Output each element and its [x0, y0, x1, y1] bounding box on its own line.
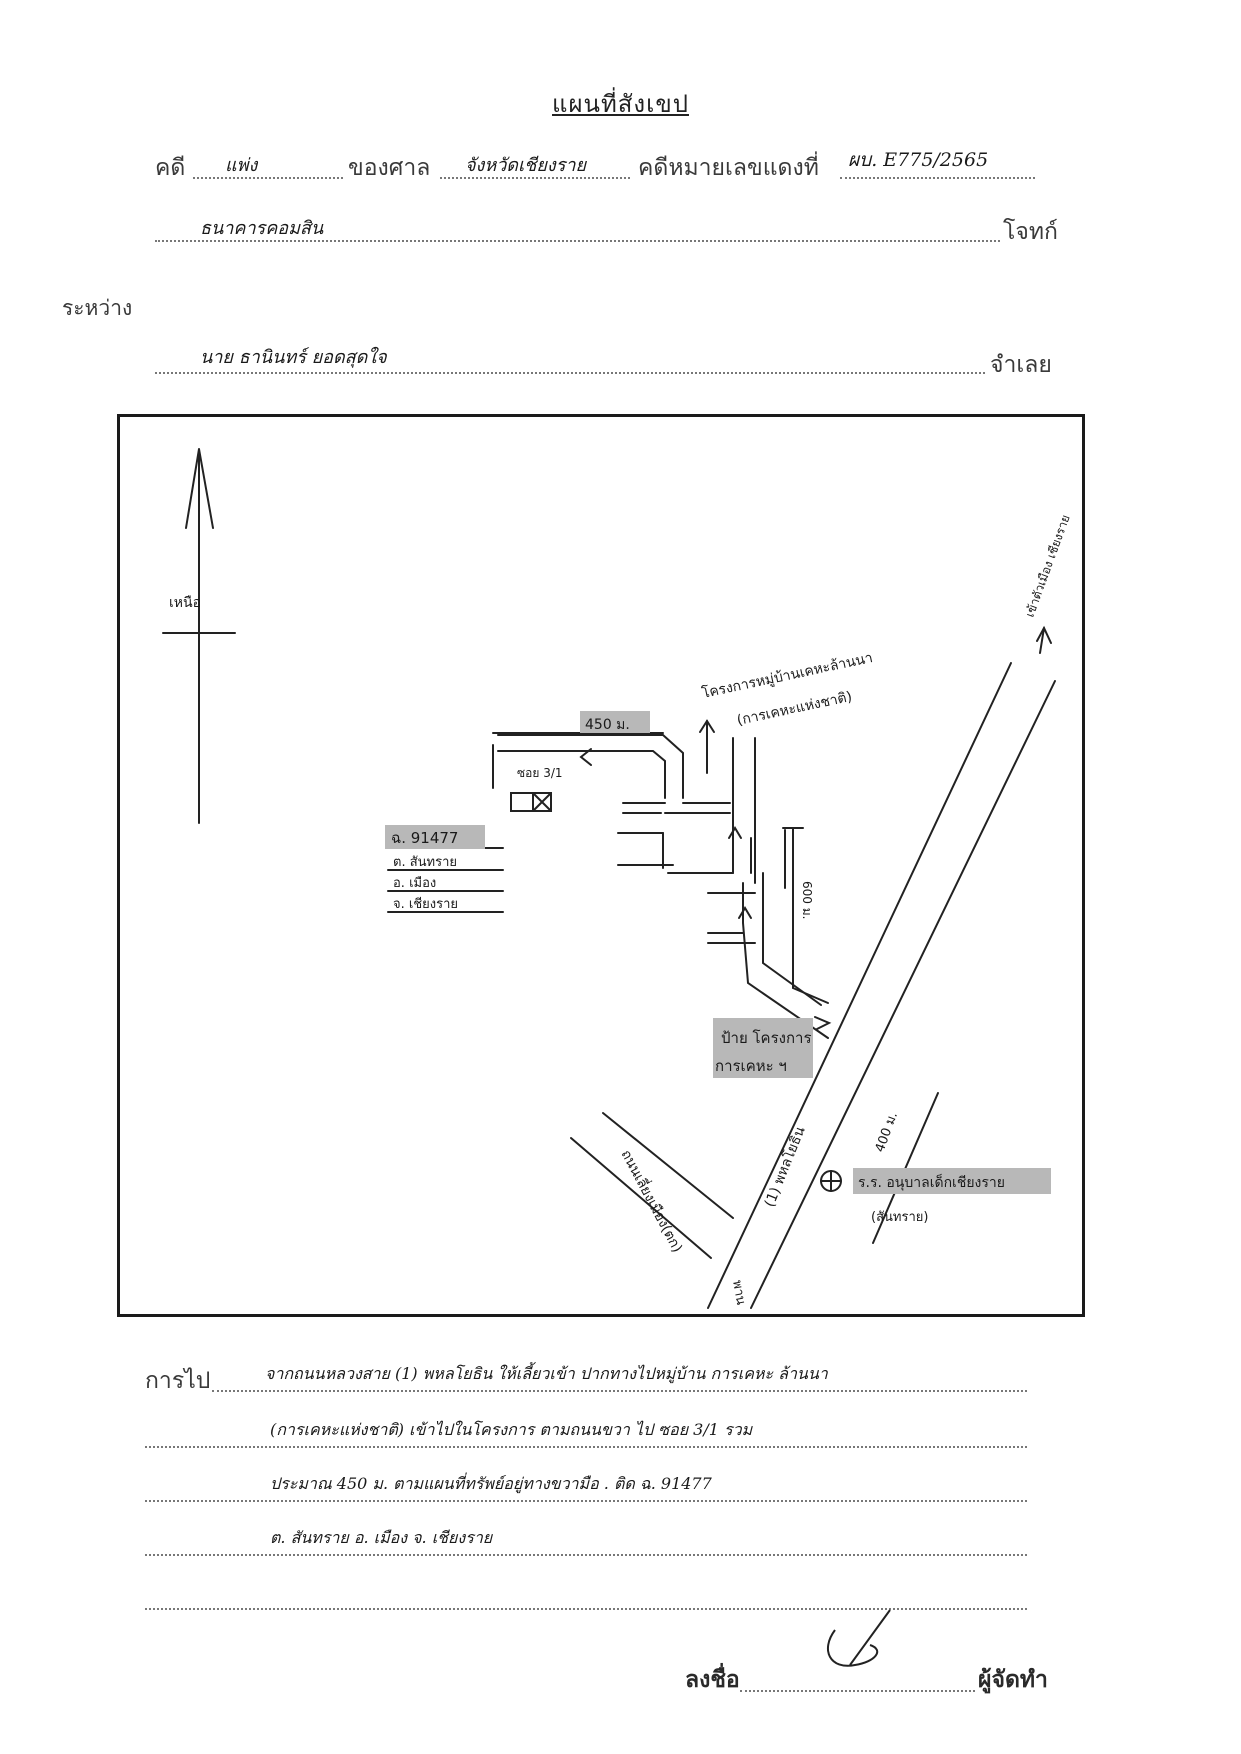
main-road-right-edge — [750, 680, 1056, 1309]
defendant-name: นาย ธานินทร์ ยอดสุดใจ — [200, 347, 387, 368]
directions-line-3-rule — [145, 1500, 1027, 1502]
directions-line-1-rule — [212, 1390, 1027, 1392]
province-label: จ. เชียงราย — [393, 896, 458, 912]
directions-line-2: (การเคหะแห่งชาติ) เข้าไปในโครงการ ตามถนน… — [270, 1420, 753, 1439]
soi-road-lower — [497, 750, 666, 799]
parcel-box — [510, 792, 534, 812]
case-label: คดี — [155, 155, 186, 181]
red-case-line — [840, 177, 1035, 179]
north-arrow-head — [185, 448, 214, 529]
court-name-line — [440, 177, 630, 179]
soi-label: ซอย 3/1 — [517, 766, 563, 780]
arrow-inner-2 — [728, 826, 742, 839]
plaintiff-label: โจทก์ — [1003, 219, 1058, 245]
distance-450-label: 450 ม. — [585, 717, 630, 733]
distance-400-label: 400 ม. — [873, 1110, 901, 1154]
document-title: แผนที่สังเขป — [552, 90, 689, 118]
tambon-label: ต. สันทราย — [393, 855, 457, 870]
arrow-soi — [579, 748, 592, 766]
arrow-entrance — [814, 1016, 832, 1030]
entrance-end — [792, 987, 829, 1004]
directions-label: การไป — [145, 1368, 211, 1394]
court-name-value: จังหวัดเชียงราย — [465, 155, 587, 176]
sign-label-1: ป้าย โครงการ — [721, 1029, 812, 1047]
red-case-label: คดีหมายเลขแดงที่ — [638, 155, 819, 181]
distance-600-label: 600 ม. — [800, 881, 814, 919]
bypass-road-lower — [570, 1137, 712, 1259]
directions-line-2-rule — [145, 1446, 1027, 1448]
directions-line-5-rule — [145, 1608, 1027, 1610]
project-sub-label: (การเคหะแห่งชาติ) — [736, 689, 854, 729]
entrance-road-left — [742, 882, 829, 1039]
defendant-line — [155, 372, 985, 374]
sign-label: ลงชื่อ — [685, 1667, 740, 1693]
to-city-label: เข้าตัวเมือง เชียงราย — [1023, 513, 1073, 619]
highlight-deed — [385, 825, 485, 849]
between-label: ระหว่าง — [62, 296, 133, 320]
bypass-road-label: ถนนเลี่ยงเมือง(ตก) — [617, 1146, 686, 1255]
deed-label: ฉ. 91477 — [391, 829, 458, 847]
school-sub-label: (สันทราย) — [871, 1210, 928, 1225]
parcel-box-target — [532, 792, 552, 812]
map-frame: เหนือ 450 ม. ซอย 3/1 ฉ. 91477 ต. สันทราย… — [117, 414, 1085, 1317]
north-label: เหนือ — [169, 595, 201, 611]
arrow-up-main-shaft — [1039, 627, 1045, 654]
directions-line-1: จากถนนหลวงสาย (1) พหลโยธิน ให้เลี้ยวเข้า… — [265, 1364, 828, 1383]
plaintiff-line — [155, 240, 1000, 242]
highlight-sign — [713, 1018, 813, 1078]
signature-mark — [826, 1609, 891, 1667]
amphoe-label: อ. เมือง — [393, 875, 436, 891]
red-case-number: ผบ. E775/2565 — [848, 149, 989, 171]
bypass-road-upper — [602, 1112, 734, 1219]
preparer-label: ผู้จัดทำ — [978, 1667, 1048, 1693]
court-label: ของศาล — [348, 155, 431, 181]
directions-line-4-rule — [145, 1554, 1027, 1556]
main-road-left-edge — [707, 662, 1012, 1309]
arrow-inner-1 — [738, 906, 752, 919]
plaintiff-name: ธนาคารคอมสิน — [200, 218, 324, 239]
highlight-450 — [580, 711, 650, 733]
sketch-map: เหนือ 450 ม. ซอย 3/1 ฉ. 91477 ต. สันทราย… — [162, 448, 1073, 1309]
soi-road-upper — [497, 734, 684, 799]
directions-line-3: ประมาณ 450 ม. ตามแผนที่ทรัพย์อยู่ทางขวาม… — [270, 1474, 712, 1493]
signature-line — [740, 1690, 975, 1692]
directions-line-4: ต. สันทราย อ. เมือง จ. เชียงราย — [270, 1528, 493, 1547]
case-type-value: แพ่ง — [225, 155, 258, 176]
to-pan-label: พาน — [729, 1279, 748, 1306]
defendant-label: จำเลย — [990, 352, 1052, 378]
parcel-x2 — [532, 792, 552, 812]
case-type-line — [193, 177, 343, 179]
school-label: ร.ร. อนุบาลเด็กเชียงราย — [858, 1173, 1005, 1191]
sign-label-2: การเคหะ ฯ — [715, 1057, 787, 1075]
highlight-school — [853, 1168, 1051, 1194]
main-road-label: (1) พหลโยธิน — [761, 1124, 809, 1210]
